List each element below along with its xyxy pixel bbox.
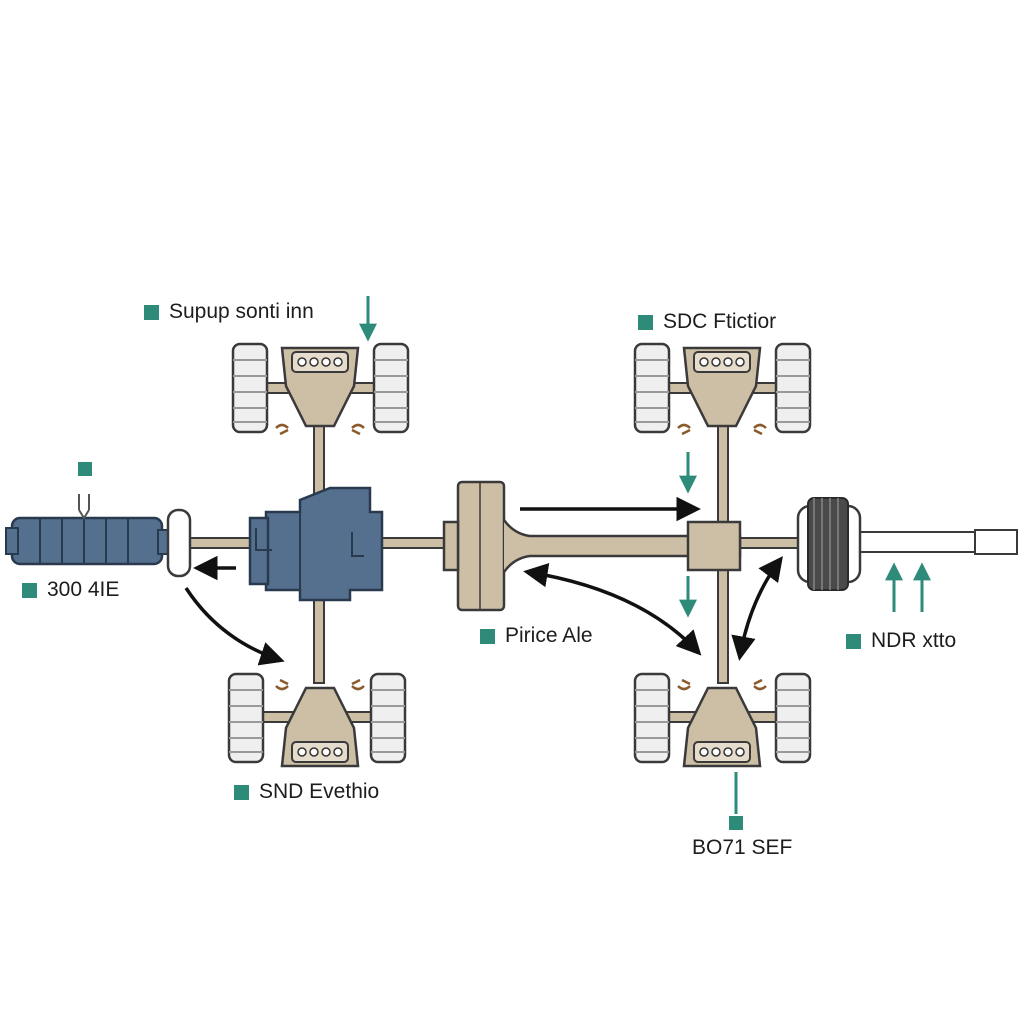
rear-left-axle	[227, 672, 407, 768]
label-sdc-ftictior: SDC Ftictior	[638, 310, 776, 334]
wheel-icon	[774, 342, 812, 434]
legend-square-icon	[480, 628, 495, 644]
label-text: SND Evethio	[259, 780, 380, 803]
wheel-icon	[369, 672, 407, 764]
indicator-square	[729, 816, 743, 830]
legend-square-icon	[22, 582, 37, 598]
legend-square-icon	[638, 314, 653, 330]
label-300-4ie: 300 4IE	[22, 578, 119, 602]
differential-icon	[676, 678, 768, 768]
label-text: SDC Ftictior	[663, 310, 777, 333]
arrow-icon	[731, 556, 783, 661]
arrow-icon	[523, 563, 702, 656]
electric-motor-icon	[5, 494, 171, 566]
coupling-icon	[166, 508, 192, 578]
label-text: Supup sonti inn	[169, 300, 314, 323]
wheel-icon	[633, 342, 671, 434]
differential-icon	[274, 678, 366, 768]
flow-arrows	[184, 496, 783, 666]
arrow-icon	[184, 587, 285, 666]
wheel-icon	[231, 342, 269, 434]
transfer-case-icon	[442, 480, 742, 612]
rear-right-axle	[633, 672, 812, 768]
differential-icon	[676, 346, 768, 436]
differential-icon	[274, 346, 366, 436]
teal-indicator-arrows	[78, 296, 931, 830]
wheel-icon	[372, 342, 410, 434]
label-pirice-ale: Pirice Ale	[480, 624, 593, 648]
legend-square-icon	[234, 784, 249, 800]
indicator-square	[78, 462, 92, 476]
wheel-icon	[774, 672, 812, 764]
label-bo71-sef: BO71 SEF	[692, 836, 793, 859]
label-ndr-xtto: NDR xtto	[846, 629, 956, 653]
front-left-axle	[231, 342, 410, 436]
label-snd-evethio: SND Evethio	[234, 780, 379, 804]
front-right-axle	[633, 342, 812, 436]
flywheel-icon	[796, 497, 862, 591]
wheel-icon	[633, 672, 671, 764]
legend-square-icon	[144, 304, 159, 320]
gearbox-icon	[248, 486, 384, 602]
label-text: NDR xtto	[871, 629, 957, 652]
label-supup-sonti-inn: Supup sonti inn	[144, 300, 314, 324]
wheel-icon	[227, 672, 265, 764]
label-text: Pirice Ale	[505, 624, 593, 647]
legend-square-icon	[846, 633, 861, 649]
label-text: 300 4IE	[47, 578, 120, 601]
